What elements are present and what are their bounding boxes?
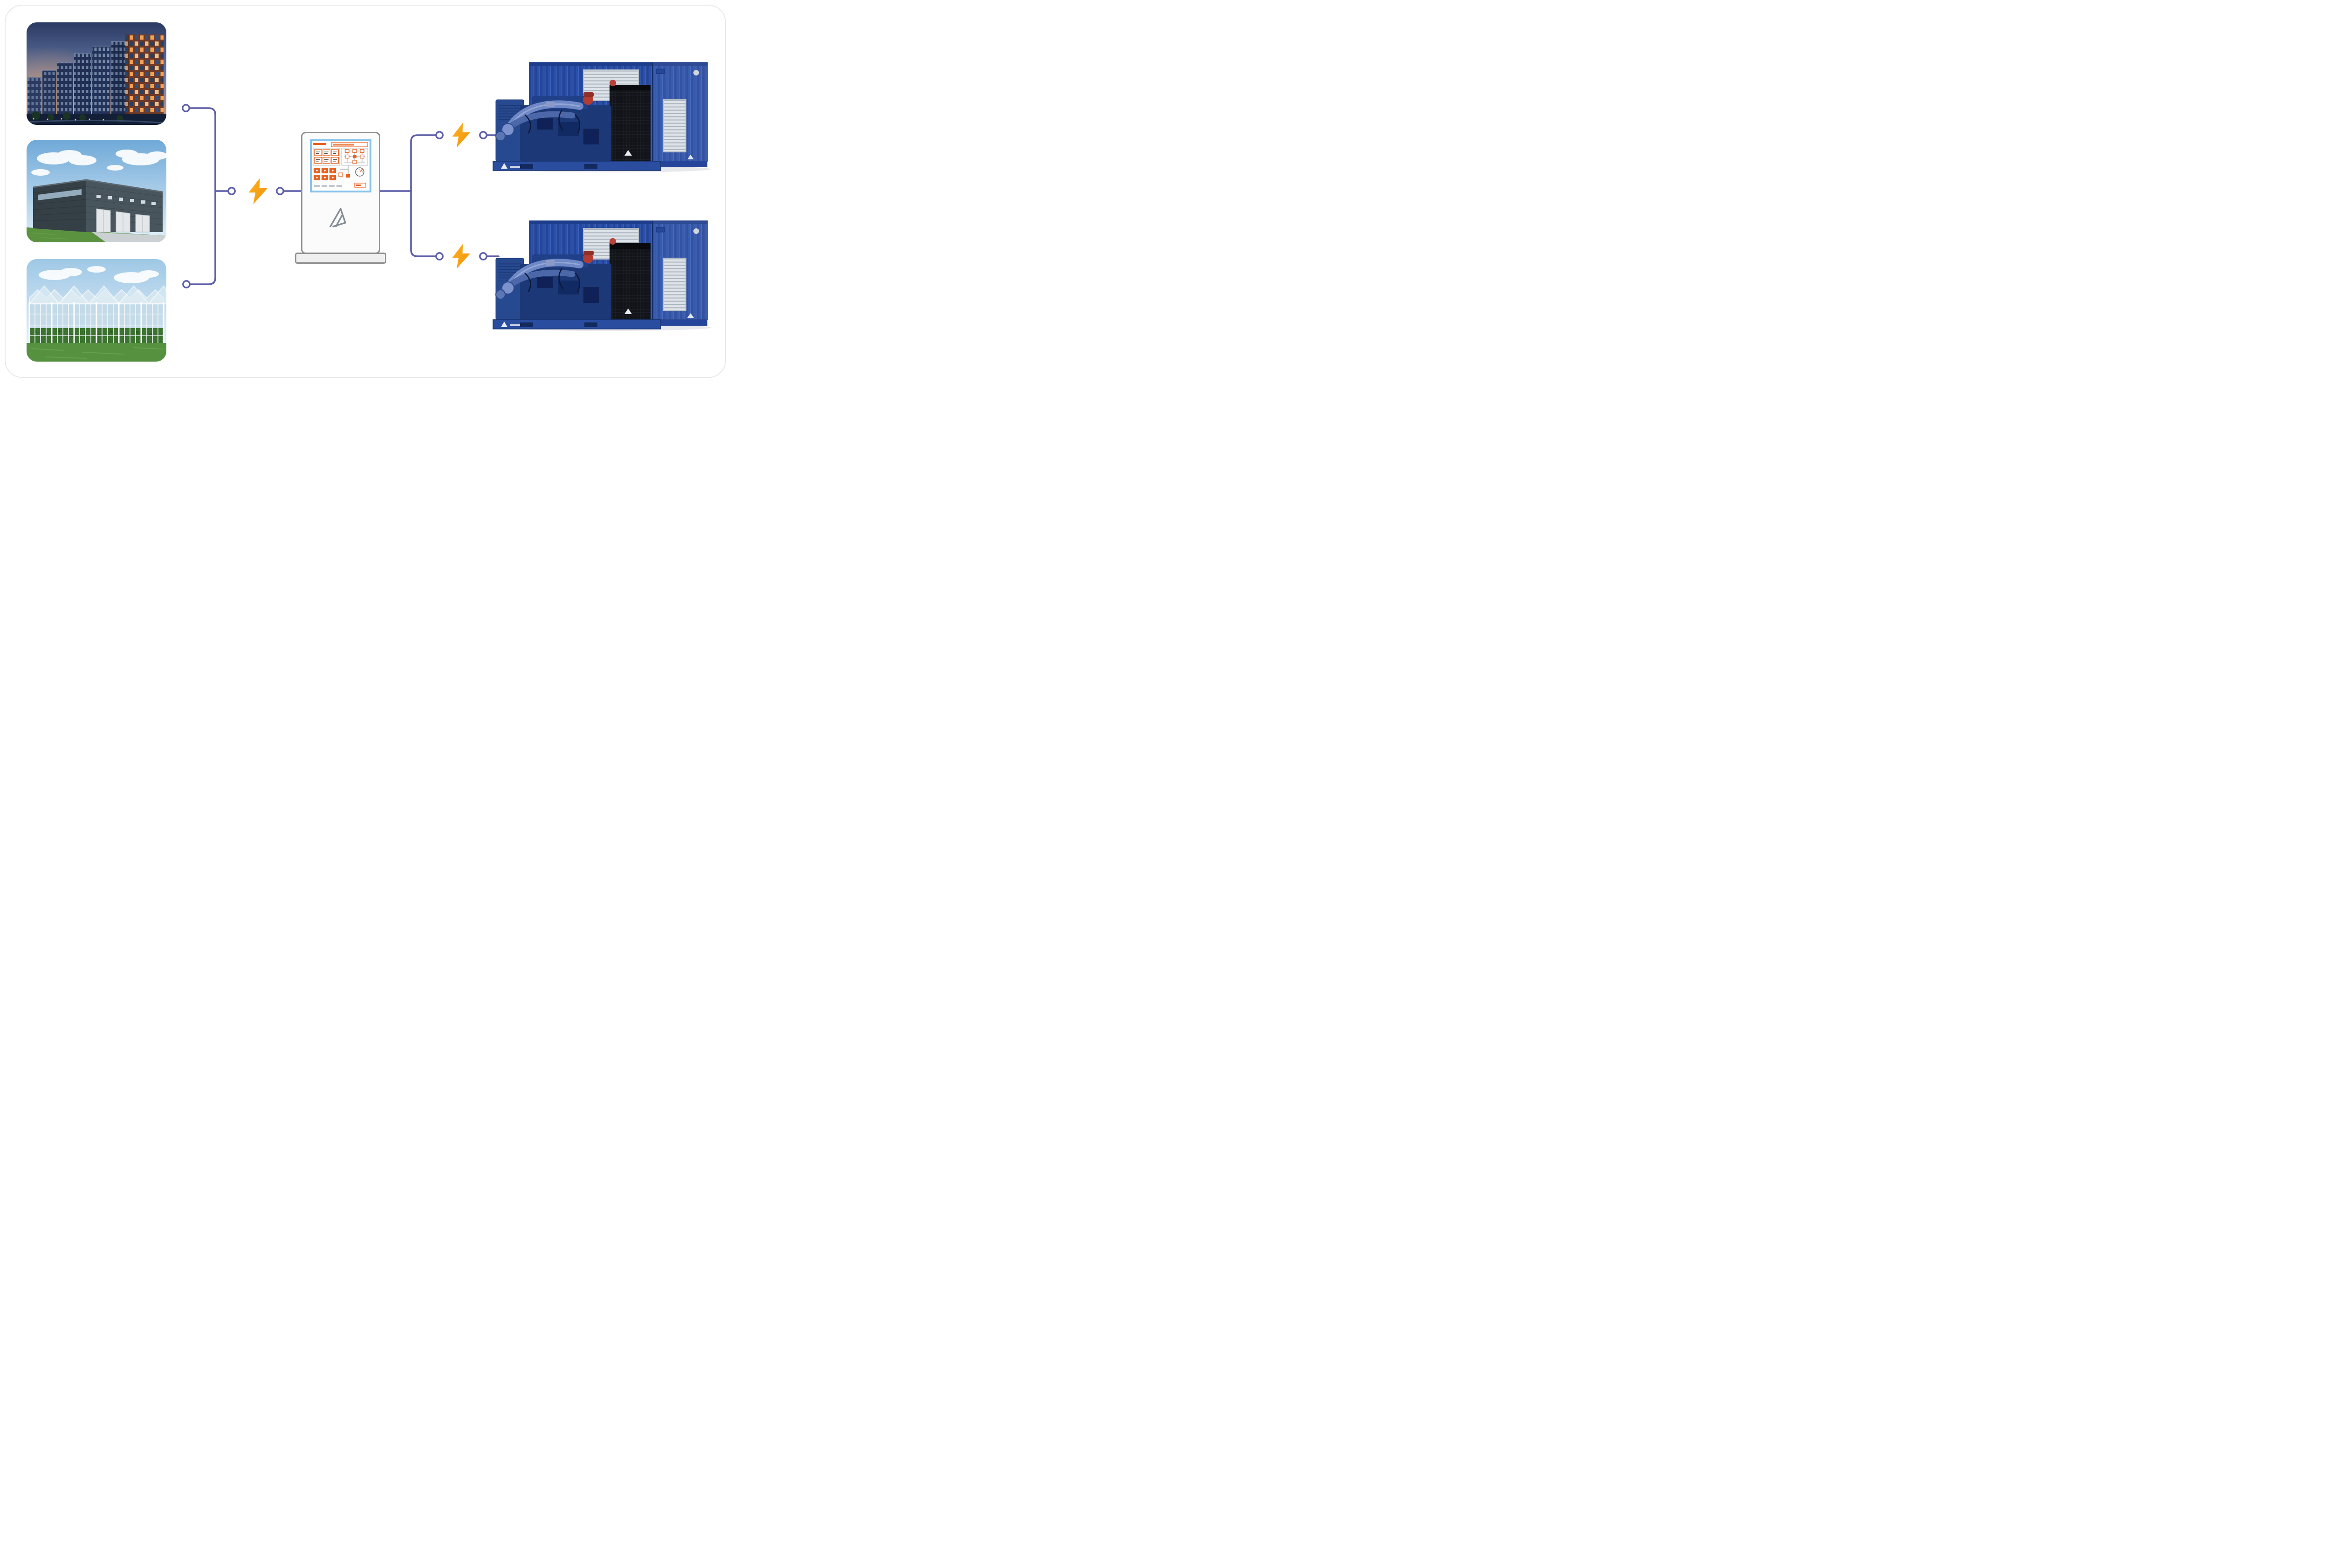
greenhouse-photo [27,259,166,362]
control-cabinet-base [295,253,386,264]
diesel-generator-1 [492,59,711,173]
diesel-generator-2 [492,217,711,331]
control-cabinet [295,132,386,265]
industrial-illustration [27,140,166,242]
industrial-building-photo [27,140,166,242]
controller-screen [310,139,371,192]
controller-screen-ui [312,141,370,191]
control-cabinet-body [301,132,380,254]
greenhouse-illustration [27,259,166,362]
manufacturer-logo-icon [329,208,346,227]
diagram-canvas [0,0,731,383]
residential-illustration [27,22,166,125]
residential-complex-photo [27,22,166,125]
